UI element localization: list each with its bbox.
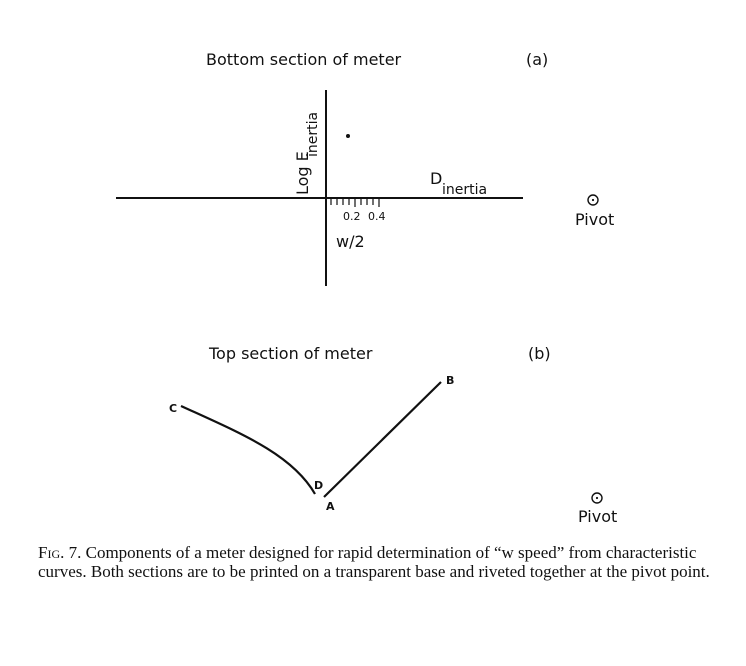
bottom-section-tag: (a) bbox=[526, 50, 548, 69]
y-axis-label: Log E bbox=[293, 151, 312, 195]
pivot-marker-b bbox=[591, 492, 603, 504]
meter-diagram: Bottom section of meter (a) Log E inerti… bbox=[116, 50, 617, 526]
pivot-label-b: Pivot bbox=[578, 507, 617, 526]
scale-label: w/2 bbox=[336, 232, 365, 251]
curve-c-d bbox=[180, 404, 316, 495]
point-a-label: A bbox=[326, 500, 335, 513]
line-a-b bbox=[323, 381, 442, 498]
bottom-section: Bottom section of meter (a) Log E inerti… bbox=[116, 50, 614, 286]
pivot-center-b bbox=[595, 496, 599, 500]
point-d-label: D bbox=[314, 479, 323, 492]
pivot-center-a bbox=[591, 198, 595, 202]
bottom-section-title: Bottom section of meter bbox=[206, 50, 402, 69]
y-axis-subscript: inertia bbox=[305, 112, 321, 157]
tick-label-0-4: 0.4 bbox=[368, 210, 386, 223]
scale-ticks bbox=[330, 198, 380, 207]
top-section: Top section of meter (b) C B D A Pivot bbox=[169, 344, 617, 526]
figure-number: Fig. 7. bbox=[38, 543, 82, 562]
point-c-label: C bbox=[169, 402, 177, 415]
caption-text: Components of a meter designed for rapid… bbox=[38, 543, 710, 581]
point-b-label: B bbox=[446, 374, 454, 387]
top-section-title: Top section of meter bbox=[208, 344, 373, 363]
y-axis-label-group: Log E inertia bbox=[293, 112, 321, 195]
figure-caption: Fig. 7. Components of a meter designed f… bbox=[38, 543, 718, 581]
x-axis-subscript: inertia bbox=[442, 182, 487, 198]
pivot-marker-a bbox=[587, 194, 599, 206]
pivot-label-a: Pivot bbox=[575, 210, 614, 229]
top-section-tag: (b) bbox=[528, 344, 551, 363]
x-axis-label: D bbox=[430, 169, 442, 188]
tick-label-0-2: 0.2 bbox=[343, 210, 361, 223]
data-point bbox=[346, 134, 350, 138]
